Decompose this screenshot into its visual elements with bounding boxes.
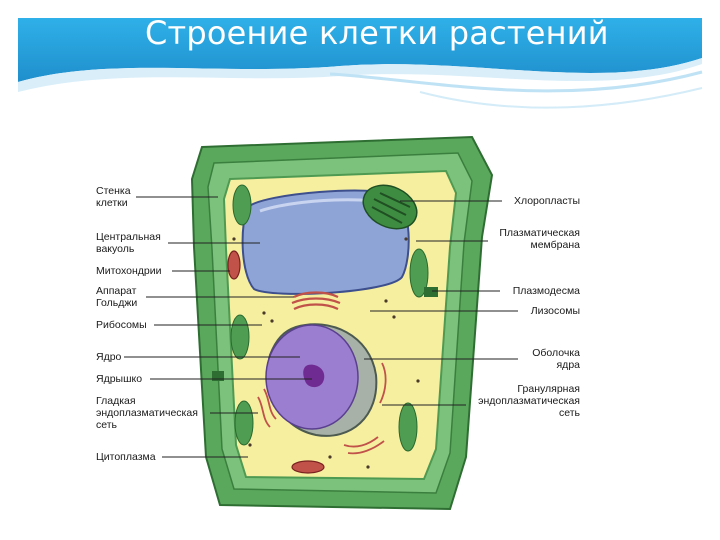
- label-smooth-er: Гладкая эндоплазматическая сеть: [96, 395, 198, 431]
- label-cell-wall: Стенка клетки: [96, 185, 131, 209]
- label-nucleus: Ядро: [96, 351, 122, 363]
- label-mitochondria: Митохондрии: [96, 265, 162, 277]
- label-central-vacuole: Центральная вакуоль: [96, 231, 161, 255]
- label-cytoplasm: Цитоплазма: [96, 451, 156, 463]
- slide-title: Строение клетки растений: [145, 14, 609, 52]
- label-rough-er: Гранулярная эндоплазматическая сеть: [478, 383, 580, 419]
- label-nucleolus: Ядрышко: [96, 373, 143, 385]
- label-nuclear-envelope: Оболочка ядра: [532, 347, 580, 371]
- vacuole-shape: [241, 189, 410, 295]
- label-plasmodesma: Плазмодесма: [512, 285, 580, 297]
- golgi-shape: [291, 291, 341, 311]
- nucleus-shape: [265, 323, 378, 437]
- label-plasma-membrane: Плазматическая мембрана: [499, 227, 580, 251]
- chloroplast-shape: [362, 184, 418, 230]
- label-golgi: Аппарат Гольджи: [96, 285, 138, 309]
- label-ribosomes: Рибосомы: [96, 319, 147, 331]
- label-chloroplasts: Хлоропласты: [513, 195, 580, 207]
- cell-illustration: [94, 127, 582, 519]
- plant-cell-diagram: Стенка клетки Центральная вакуоль Митохо…: [94, 127, 582, 519]
- label-lysosomes: Лизосомы: [530, 305, 580, 317]
- title-banner: [18, 18, 703, 109]
